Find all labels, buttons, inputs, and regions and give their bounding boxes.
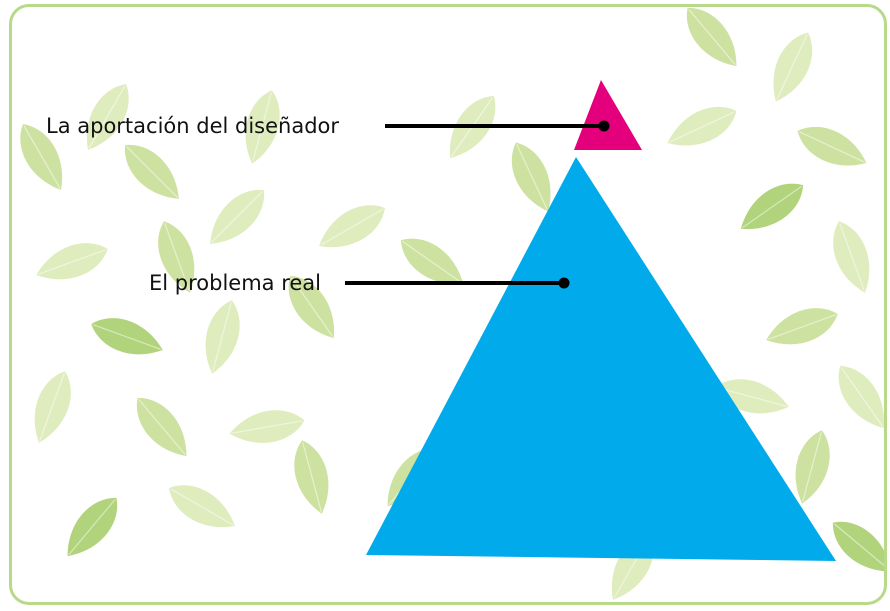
bottom-label: El problema real — [149, 271, 321, 295]
top-connector-dot — [599, 121, 610, 132]
slide-frame: La aportación del diseñador El problema … — [9, 4, 887, 605]
top-label: La aportación del diseñador — [46, 114, 339, 138]
pyramid-diagram: La aportación del diseñador El problema … — [12, 7, 884, 602]
bottom-connector-dot — [559, 278, 570, 289]
pyramid-apex — [574, 80, 642, 150]
